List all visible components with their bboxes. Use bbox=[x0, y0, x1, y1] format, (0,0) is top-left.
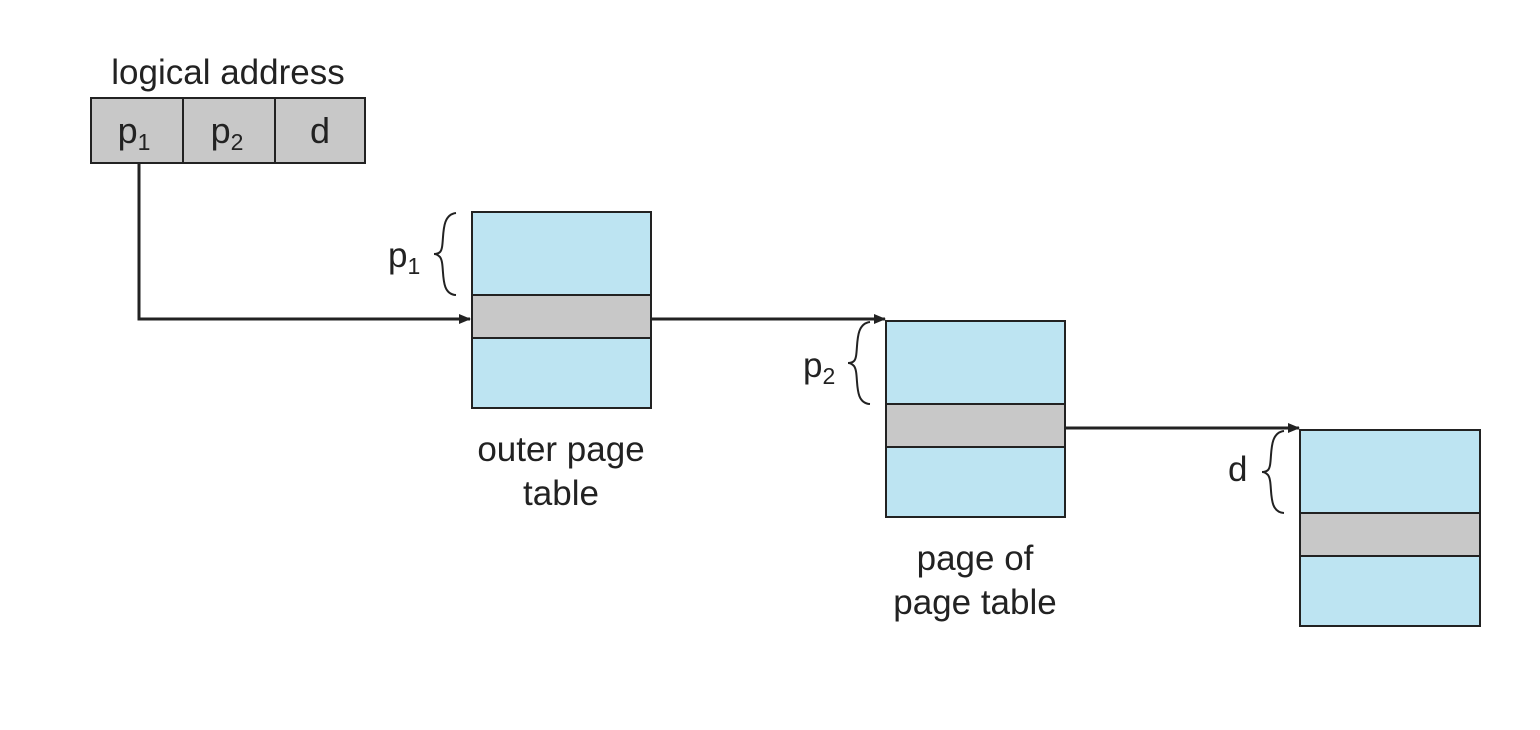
outer-table-caption-line2: table bbox=[523, 474, 599, 513]
address-field-d-label: d bbox=[310, 110, 330, 151]
memory-page: d bbox=[1228, 429, 1481, 627]
outer-page-table: p1 outer page table bbox=[388, 211, 652, 513]
outer-table-caption-line1: outer page bbox=[477, 430, 644, 469]
inner-table-caption-line2: page table bbox=[893, 583, 1056, 622]
inner-table-offset-brace bbox=[847, 321, 871, 405]
logical-address: logical address p1 p2 d bbox=[90, 53, 366, 164]
outer-table-entry bbox=[471, 294, 652, 339]
page-offset-label: d bbox=[1228, 450, 1247, 489]
address-field-p1 bbox=[90, 97, 184, 164]
outer-table-offset-label: p1 bbox=[388, 236, 420, 279]
page-entry bbox=[1299, 512, 1481, 557]
logical-address-title: logical address bbox=[111, 53, 344, 92]
address-field-p2-label: p2 bbox=[211, 110, 244, 155]
page-of-page-table: p2 page of page table bbox=[803, 320, 1066, 622]
arrow-p1-to-outer-table bbox=[137, 163, 471, 324]
page-offset-brace bbox=[1261, 430, 1285, 514]
address-field-d bbox=[274, 97, 366, 164]
inner-table-entry bbox=[885, 403, 1066, 448]
inner-table-offset-label: p2 bbox=[803, 346, 835, 389]
address-field-p2 bbox=[182, 97, 276, 164]
outer-table-offset-brace bbox=[433, 212, 457, 296]
address-field-p1-label: p1 bbox=[118, 110, 151, 155]
inner-table-caption-line1: page of bbox=[917, 539, 1034, 578]
